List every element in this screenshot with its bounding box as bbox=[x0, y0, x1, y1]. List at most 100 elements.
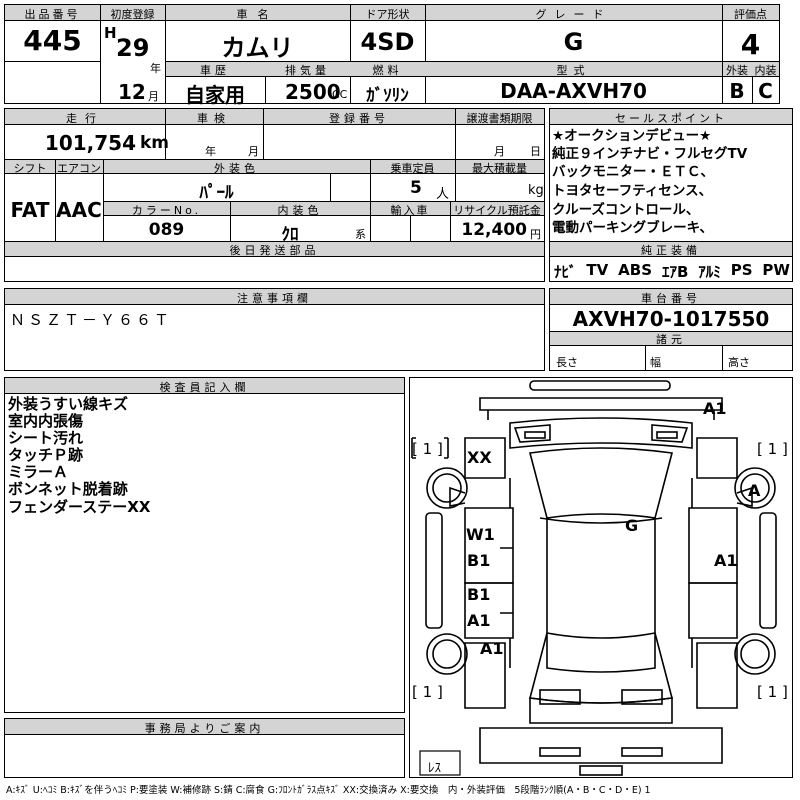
damage-mark-w1: W1 bbox=[466, 525, 495, 544]
damage-mark-a-right: A bbox=[748, 481, 761, 500]
exterior-color-label: 外装色 bbox=[214, 162, 259, 175]
height-label: 高さ bbox=[728, 356, 750, 369]
model-value: DAA-AXVH70 bbox=[500, 79, 647, 103]
interior-color-value: ｸﾛ bbox=[281, 225, 299, 245]
transfer-day-unit: 日 bbox=[530, 145, 541, 158]
equipment-item: ｱﾙﾐ bbox=[698, 263, 721, 281]
car-name-value: カムリ bbox=[221, 34, 294, 62]
grade-label: グレード bbox=[535, 8, 612, 21]
inspector-note: 室内内張傷 bbox=[8, 412, 84, 430]
sales-point-line: クルーズコントロール、 bbox=[552, 202, 700, 218]
transfer-docs-label: 譲渡書類期限 bbox=[466, 112, 533, 125]
equipment-item: TV bbox=[586, 261, 609, 279]
sales-point-line: 純正９インチナビ・フルセグTV bbox=[552, 146, 748, 162]
damage-mark-a1-wheel: A1 bbox=[480, 639, 504, 658]
aircon-label: エアコン bbox=[57, 162, 101, 175]
payload-label: 最大積載量 bbox=[472, 162, 527, 175]
inspection-year-unit: 年 bbox=[205, 145, 216, 158]
exterior-color-value: ﾊﾟｰﾙ bbox=[199, 183, 234, 203]
equipment-item: PS bbox=[730, 261, 753, 279]
car-diagram bbox=[411, 380, 777, 776]
shift-value: FAT bbox=[10, 198, 50, 222]
tire-tread-left-rear: [ 1 ] bbox=[412, 683, 443, 701]
tire-tread-right-rear: [ 1 ] bbox=[757, 683, 788, 701]
damage-mark-a1-top: A1 bbox=[703, 399, 727, 418]
damage-mark-a1-lower: A1 bbox=[467, 611, 491, 630]
seats-value: 5 bbox=[410, 178, 422, 198]
damage-mark-b1-lower: B1 bbox=[467, 585, 491, 604]
spare-tire-label: ﾚｽ bbox=[428, 761, 441, 776]
sales-point-line: ★オークションデビュー★ bbox=[552, 128, 712, 144]
door-type-value: 4SD bbox=[360, 28, 415, 56]
lot-number-value: 445 bbox=[23, 24, 82, 57]
sales-point-line: 電動パーキングブレーキ、 bbox=[552, 220, 714, 236]
recycle-unit: 円 bbox=[530, 228, 541, 241]
sales-points-label: セールスポイント bbox=[615, 112, 727, 125]
aircon-value: AAC bbox=[56, 198, 102, 222]
year-value: 29 bbox=[116, 34, 150, 62]
first-registration-label: 初度登録 bbox=[110, 8, 155, 21]
score-value: 4 bbox=[740, 28, 761, 61]
interior-color-unit: 系 bbox=[355, 228, 366, 241]
seats-unit: 人 bbox=[436, 187, 450, 202]
car-name-label: 車名 bbox=[236, 8, 279, 21]
equipment-item: PW bbox=[762, 261, 790, 279]
interior-value: C bbox=[758, 79, 773, 103]
inspector-note: ミラーＡ bbox=[8, 463, 69, 481]
color-number-value: 089 bbox=[148, 220, 185, 240]
mileage-label: 走行 bbox=[66, 112, 104, 125]
exterior-value: B bbox=[729, 79, 745, 103]
equipment-item: ﾅﾋﾞ bbox=[554, 263, 577, 281]
tire-tread-left-front: [ 1 ] bbox=[412, 440, 443, 458]
inspector-label: 検査員記入欄 bbox=[159, 381, 250, 394]
recycle-label: リサイクル預託金 bbox=[453, 204, 541, 217]
tire-tread-right-front: [ 1 ] bbox=[757, 440, 788, 458]
month-unit: 月 bbox=[148, 90, 159, 103]
shift-label: シフト bbox=[13, 162, 47, 175]
lot-number-label: 出品番号 bbox=[24, 8, 81, 21]
width-label: 幅 bbox=[650, 356, 661, 369]
equipment-label: 純正装備 bbox=[641, 244, 701, 257]
chassis-label: 車台番号 bbox=[641, 292, 701, 305]
transfer-month-unit: 月 bbox=[494, 145, 505, 158]
inspection-label: 車検 bbox=[197, 112, 231, 125]
caution-label: 注意事項欄 bbox=[237, 292, 312, 305]
office-notice-label: 事務局よりご案内 bbox=[144, 722, 265, 735]
specs-label: 諸元 bbox=[656, 333, 686, 346]
legend: A:ｷｽﾞ U:ﾍｺﾐ B:ｷｽﾞを伴うﾍｺﾐ P:要塗装 W:補修跡 S:錆 … bbox=[6, 785, 651, 796]
color-number-label: カラーNo. bbox=[131, 204, 202, 217]
later-parts-label: 後日発送部品 bbox=[229, 244, 320, 257]
import-label: 輸入車 bbox=[390, 204, 430, 217]
score-label: 評価点 bbox=[734, 8, 767, 21]
displacement-unit: CC bbox=[332, 88, 348, 101]
length-label: 長さ bbox=[556, 356, 578, 369]
seats-label: 乗車定員 bbox=[390, 162, 435, 175]
damage-mark-b1-upper: B1 bbox=[467, 551, 491, 570]
inspector-note: シート汚れ bbox=[8, 429, 84, 447]
sales-point-line: トヨタセーフティセンス、 bbox=[552, 183, 713, 199]
equipment-item: ｴｱB bbox=[661, 263, 689, 281]
exterior-label: 外装 bbox=[726, 64, 748, 77]
mileage-unit: km bbox=[140, 133, 170, 153]
chassis-value: AXVH70-1017550 bbox=[572, 307, 770, 331]
inspector-note: タッチＰ跡 bbox=[8, 446, 84, 464]
damage-mark-g: G bbox=[625, 516, 639, 535]
damage-mark-xx: XX bbox=[467, 448, 492, 467]
history-label: 車歴 bbox=[200, 64, 230, 77]
displacement-value: 2500 bbox=[285, 80, 341, 104]
inspector-note: ボンネット脱着跡 bbox=[8, 480, 128, 498]
year-unit: 年 bbox=[150, 62, 161, 75]
era-value: H bbox=[104, 24, 117, 42]
car-diagram-block bbox=[409, 377, 793, 778]
fuel-label: 燃料 bbox=[372, 64, 403, 77]
recycle-value: 12,400 bbox=[461, 220, 527, 240]
door-type-label: ドア形状 bbox=[365, 8, 410, 21]
mileage-value: 101,754 bbox=[44, 131, 136, 155]
damage-mark-a1-right: A1 bbox=[714, 551, 738, 570]
inspector-notes-block bbox=[4, 377, 405, 713]
payload-unit: kg bbox=[528, 183, 544, 198]
displacement-label: 排気量 bbox=[285, 64, 330, 77]
sales-point-line: バックモニター・ＥＴＣ、 bbox=[552, 164, 714, 180]
caution-value: ＮＳＺＴ－Ｙ６６Ｔ bbox=[10, 311, 173, 329]
history-value: 自家用 bbox=[185, 83, 245, 107]
